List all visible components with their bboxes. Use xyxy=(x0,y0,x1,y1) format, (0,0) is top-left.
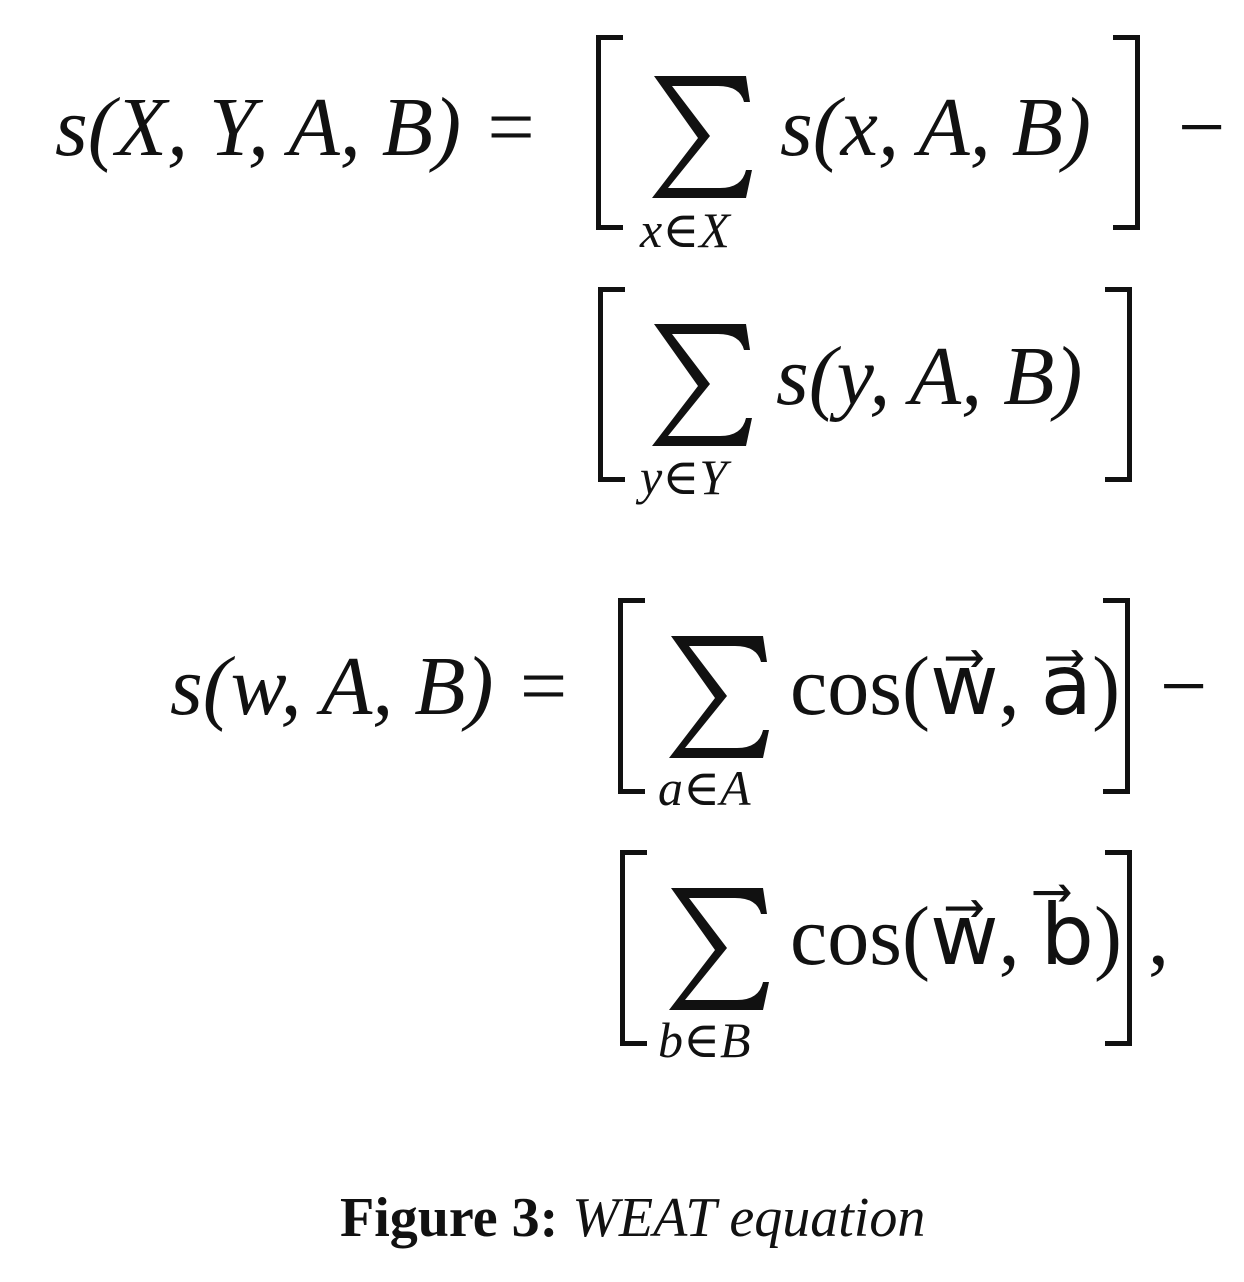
equation2-lhs: s(w, A, B) = xyxy=(170,640,572,733)
trailing-comma: , xyxy=(1148,890,1169,983)
equation1-lhs: s(X, Y, A, B) = xyxy=(55,81,539,174)
left-bracket xyxy=(598,287,625,482)
left-bracket xyxy=(620,850,647,1046)
sum-subscript: b∈B xyxy=(658,1012,751,1068)
summation-icon xyxy=(669,636,769,758)
term-body: s(x, A, B) xyxy=(780,81,1092,174)
right-bracket xyxy=(1105,287,1132,482)
left-bracket xyxy=(596,35,623,230)
minus-sign: − xyxy=(1160,640,1208,733)
summation-icon xyxy=(669,888,769,1010)
sum-subscript: x∈X xyxy=(640,202,730,258)
summation-icon xyxy=(652,324,752,446)
left-bracket xyxy=(618,598,645,794)
summation-icon xyxy=(652,76,752,198)
sum-subscript: a∈A xyxy=(658,760,751,816)
minus-sign: − xyxy=(1178,81,1226,174)
caption-text: WEAT equation xyxy=(572,1187,926,1249)
right-bracket xyxy=(1103,598,1130,794)
caption-label: Figure 3: xyxy=(340,1187,559,1249)
term-body: cos(w⃗, b⃗) xyxy=(790,890,1122,983)
term-body: cos(w⃗, a⃗) xyxy=(790,640,1121,733)
term-body: s(y, A, B) xyxy=(776,330,1083,423)
right-bracket xyxy=(1113,35,1140,230)
figure-caption: Figure 3: WEAT equation xyxy=(340,1190,925,1246)
sum-subscript: y∈Y xyxy=(640,449,728,505)
right-bracket xyxy=(1105,850,1132,1046)
